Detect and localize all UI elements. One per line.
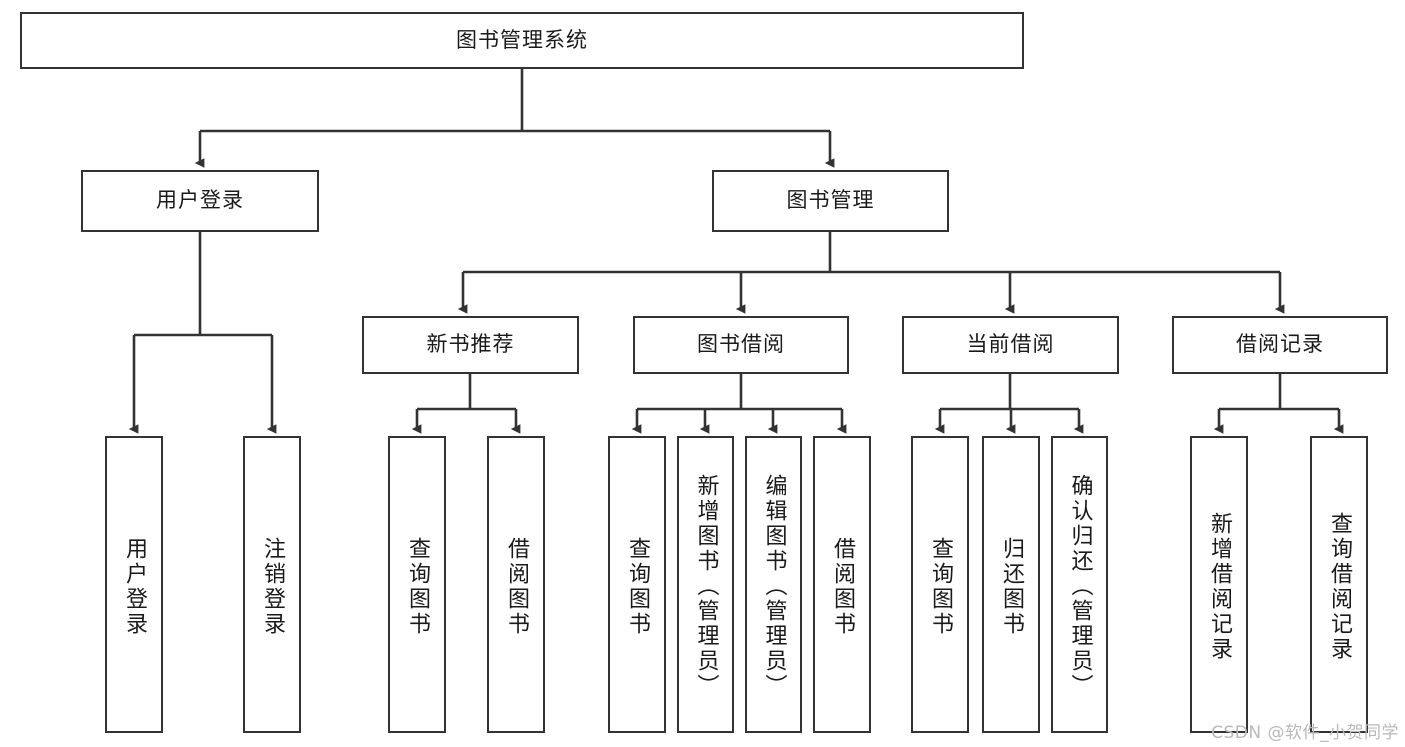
node-leaf-user-logout[interactable]: 注销登录 (243, 436, 301, 733)
node-book-manage-label: 图书管理 (786, 188, 875, 213)
node-leaf-query-book-3-label: 查询图书 (928, 536, 953, 637)
node-leaf-user-logout-label: 注销登录 (260, 536, 285, 637)
node-leaf-borrow-book-2-label: 借阅图书 (830, 536, 855, 637)
node-borrow-record-label: 借阅记录 (1236, 332, 1324, 357)
node-leaf-borrow-book-1-label: 借阅图书 (504, 536, 529, 637)
node-book-borrow-label: 图书借阅 (697, 332, 785, 357)
node-leaf-add-borrow-record-label: 新增借阅记录 (1207, 511, 1232, 662)
node-leaf-add-book-admin-label: 新增图书（管理员） (693, 474, 719, 699)
node-current-borrow[interactable]: 当前借阅 (902, 316, 1119, 374)
node-leaf-query-book-3[interactable]: 查询图书 (911, 436, 969, 733)
node-leaf-return-book-label: 归还图书 (999, 536, 1024, 637)
node-root[interactable]: 图书管理系统 (20, 12, 1024, 69)
node-leaf-query-book-1[interactable]: 查询图书 (388, 436, 446, 733)
node-current-borrow-label: 当前借阅 (966, 332, 1055, 357)
node-leaf-confirm-return-admin-label: 确认归还（管理员） (1067, 474, 1093, 699)
node-user-login[interactable]: 用户登录 (81, 170, 319, 232)
node-leaf-user-login-label: 用户登录 (122, 536, 147, 637)
node-leaf-query-book-2[interactable]: 查询图书 (608, 436, 666, 733)
node-root-label: 图书管理系统 (456, 27, 588, 52)
node-leaf-edit-book-admin[interactable]: 编辑图书（管理员） (745, 436, 802, 733)
node-leaf-query-book-2-label: 查询图书 (625, 536, 650, 637)
node-leaf-confirm-return-admin[interactable]: 确认归还（管理员） (1051, 436, 1108, 733)
node-user-login-label: 用户登录 (156, 188, 244, 213)
node-leaf-add-book-admin[interactable]: 新增图书（管理员） (677, 436, 734, 733)
node-leaf-borrow-book-1[interactable]: 借阅图书 (487, 436, 545, 733)
node-leaf-query-book-1-label: 查询图书 (405, 536, 430, 637)
node-book-manage[interactable]: 图书管理 (712, 170, 949, 232)
node-leaf-add-borrow-record[interactable]: 新增借阅记录 (1190, 436, 1248, 733)
node-book-borrow[interactable]: 图书借阅 (633, 316, 849, 374)
node-leaf-query-borrow-record-label: 查询借阅记录 (1327, 511, 1352, 662)
node-leaf-return-book[interactable]: 归还图书 (982, 436, 1040, 733)
node-leaf-borrow-book-2[interactable]: 借阅图书 (813, 436, 871, 733)
csdn-watermark: CSDN @软件_小贺同学 (1211, 723, 1399, 743)
node-leaf-query-borrow-record[interactable]: 查询借阅记录 (1310, 436, 1368, 733)
node-new-book-recommend[interactable]: 新书推荐 (362, 316, 579, 374)
node-new-book-recommend-label: 新书推荐 (426, 332, 515, 357)
node-leaf-edit-book-admin-label: 编辑图书（管理员） (761, 474, 787, 699)
node-borrow-record[interactable]: 借阅记录 (1172, 316, 1388, 374)
node-leaf-user-login[interactable]: 用户登录 (105, 436, 163, 733)
